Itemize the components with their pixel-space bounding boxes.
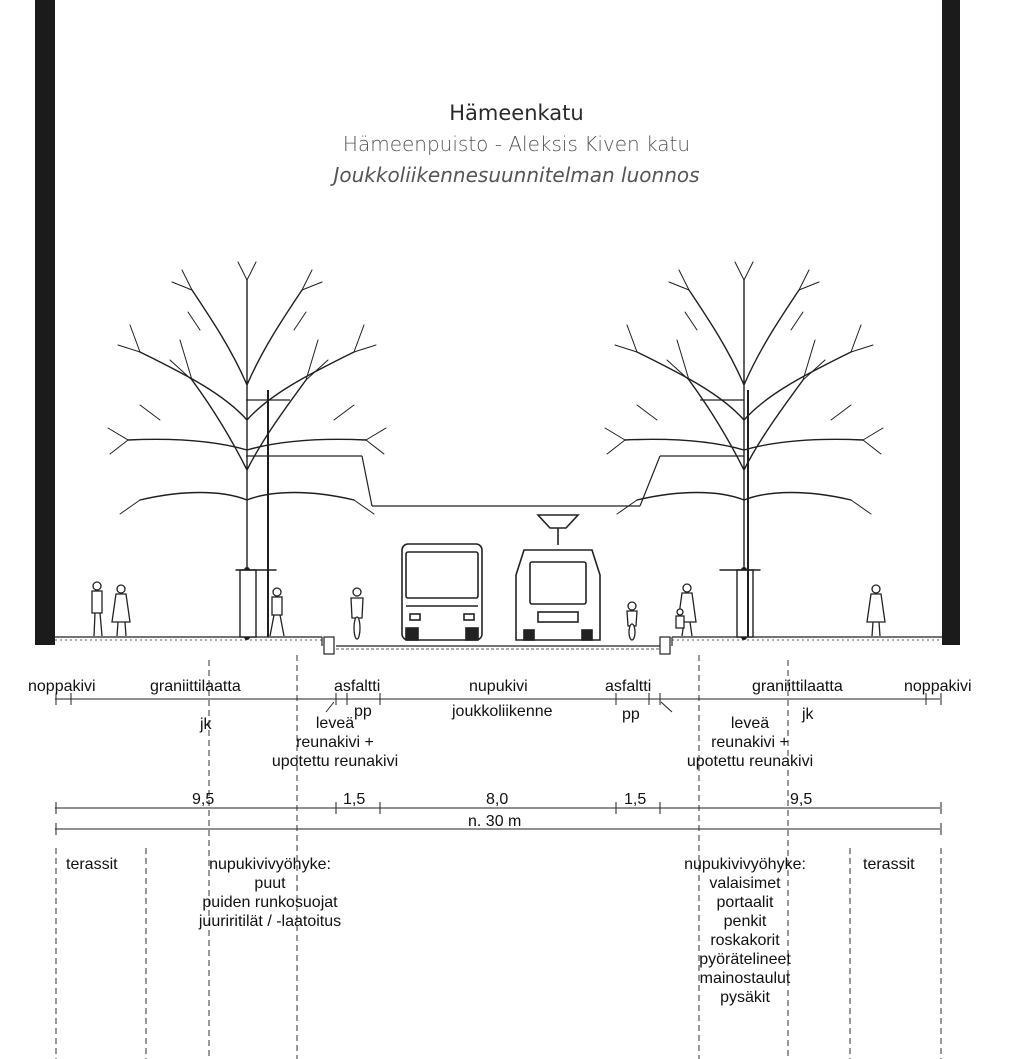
label-pp-right: pp: [622, 706, 640, 723]
total-dimension-line: [55, 823, 942, 835]
tram-catenary: [246, 399, 744, 507]
furnishing-right-item: roskakorit: [710, 932, 780, 949]
dim-bike-left: 1,5: [343, 791, 366, 808]
label-terassit-left: terassit: [66, 856, 118, 873]
furnishing-left-item: puiden runkosuojat: [202, 894, 338, 911]
curb-note-right-line-3: upotettu reunakivi: [686, 753, 814, 770]
section-name: Hämeenpuisto - Aleksis Kiven katu: [342, 132, 691, 156]
cyclist-right: [626, 601, 638, 641]
furnishing-left-item: puut: [254, 875, 286, 892]
tree-left: [107, 261, 387, 640]
label-noppakivi-left: noppakivi: [28, 678, 96, 695]
label-jk-right: jk: [802, 706, 814, 723]
lamp-poles: [267, 390, 749, 637]
label-asfaltti-left: asfaltti: [334, 678, 381, 695]
furnishing-left-item: juuriritilät / -laatoitus: [198, 913, 342, 930]
curb-note-right-line-1: leveä: [730, 715, 770, 732]
material-dimension-line: [55, 693, 942, 713]
curb-note-left-line-1: leveä: [315, 715, 355, 732]
dim-sidewalk-right: 9,5: [790, 791, 813, 808]
label-nupukivi: nupukivi: [469, 678, 528, 695]
furnishing-zone-left: nupukivivyöhyke: puut puiden runkosuojat…: [160, 855, 380, 931]
tree-right: [605, 262, 883, 637]
bus-illustration: [401, 543, 483, 641]
curb-note-left-line-2: reunakivi +: [296, 734, 374, 751]
furnishing-right-item: penkit: [723, 913, 767, 930]
dim-bike-right: 1,5: [624, 791, 647, 808]
building-facade-right: [942, 0, 960, 645]
building-facade-left: [35, 0, 55, 645]
pedestrian-walker-left: [269, 587, 285, 637]
pedestrian-figures: [91, 581, 886, 641]
dim-total-width: n. 30 m: [468, 813, 522, 830]
curb-note-left: leveä reunakivi + upotettu reunakivi: [250, 714, 420, 771]
label-asfaltti-right: asfaltti: [605, 678, 652, 695]
width-dimension-line: [55, 802, 942, 814]
street-surface: [55, 636, 942, 650]
tram-illustration: [515, 514, 601, 641]
furnishing-right-item: pyörätelineet: [699, 951, 791, 968]
street-name: Hämeenkatu: [449, 101, 584, 125]
pedestrian-pair-left: [91, 581, 131, 637]
furnishing-zone-right: nupukivivyöhyke: valaisimet portaalit pe…: [650, 855, 840, 1007]
curb-stones: [323, 636, 671, 655]
label-pp-left: pp: [354, 703, 372, 720]
furnishing-right-item: valaisimet: [709, 875, 781, 892]
label-joukkoliikenne: joukkoliikenne: [452, 703, 553, 720]
label-noppakivi-right: noppakivi: [904, 678, 972, 695]
cyclist-left: [350, 587, 364, 640]
label-graniittilaatta-right: graniittilaatta: [752, 678, 843, 695]
furnishing-right-heading: nupukivivyöhyke:: [684, 856, 806, 873]
furnishing-left-heading: nupukivivyöhyke:: [209, 856, 331, 873]
curb-note-left-line-3: upotettu reunakivi: [271, 753, 399, 770]
dim-transit: 8,0: [486, 791, 509, 808]
furnishing-right-item: portaalit: [716, 894, 774, 911]
zone-guide-lines: [55, 655, 942, 1059]
furnishing-right-item: pysäkit: [720, 989, 770, 1006]
plan-subtitle: Joukkoliikennesuunnitelman luonnos: [333, 163, 700, 187]
drawing-title-block: Hämeenkatu Hämeenpuisto - Aleksis Kiven …: [0, 98, 1033, 190]
curb-note-right: leveä reunakivi + upotettu reunakivi: [665, 714, 835, 771]
label-graniittilaatta-left: graniittilaatta: [150, 678, 241, 695]
label-jk-left: jk: [200, 716, 212, 733]
furnishing-right-item: mainostaulut: [699, 970, 791, 987]
pedestrian-right: [866, 584, 886, 637]
label-terassit-right: terassit: [863, 856, 915, 873]
dim-sidewalk-left: 9,5: [192, 791, 215, 808]
pedestrian-group-right: [675, 583, 697, 637]
curb-note-right-line-2: reunakivi +: [711, 734, 789, 751]
